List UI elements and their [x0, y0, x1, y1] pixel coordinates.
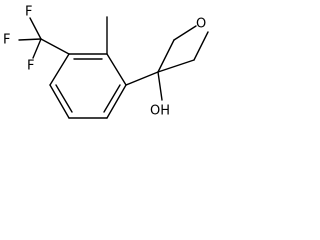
- bond-oxetane-2: [173, 25, 197, 41]
- atom-label-f-left: F: [3, 33, 10, 48]
- bond-ring-3: [106, 84, 127, 119]
- chemical-structure: F F F O OH: [3, 5, 209, 119]
- bond-ring-6: [49, 53, 70, 86]
- bond-ring-2: [106, 53, 127, 86]
- atom-label-hydroxyl: OH: [150, 104, 170, 119]
- bond-c-f-top: [29, 17, 42, 40]
- atom-label-f-top: F: [25, 5, 32, 20]
- bond-ring-oxetane: [125, 71, 159, 86]
- atom-label-oxetane-o: O: [196, 17, 206, 32]
- bond-ring-5: [49, 84, 70, 119]
- bond-oxetane-1: [157, 39, 175, 73]
- bond-c-oh: [157, 71, 163, 101]
- bond-c-f-bottom: [32, 38, 42, 59]
- atom-label-f-bottom: F: [27, 59, 34, 74]
- bond-ring-double-left: [55, 84, 73, 113]
- bond-c-f-left: [18, 38, 42, 41]
- bond-oxetane-4: [157, 59, 195, 73]
- bond-oxetane-3: [193, 31, 209, 61]
- bond-cf3-ring: [40, 38, 70, 55]
- bond-ring-double-right: [103, 84, 121, 113]
